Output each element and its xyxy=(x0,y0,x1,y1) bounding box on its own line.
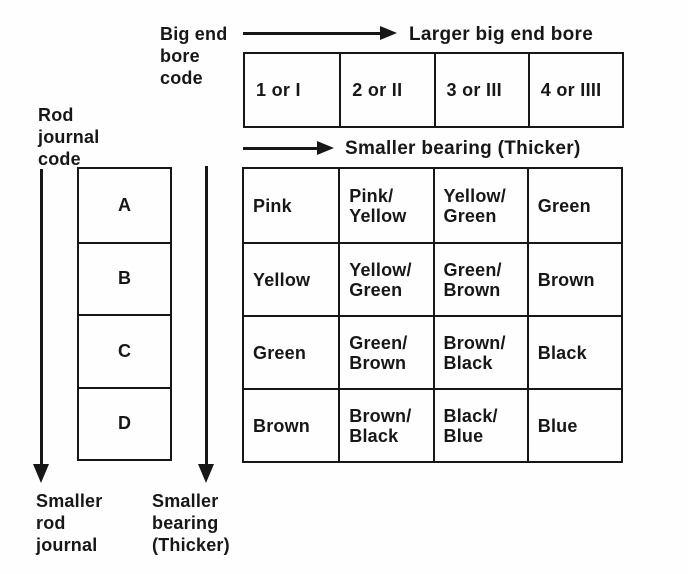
bore-code-header: 1 or I 2 or II 3 or III 4 or IIII xyxy=(243,52,624,128)
arrow-shaft xyxy=(243,32,381,35)
bearing-cell-d1: Brown xyxy=(244,388,339,461)
bearing-cell-a4: Green xyxy=(526,169,621,242)
bearing-cell-b4: Brown xyxy=(526,242,621,315)
bore-code-cell-4: 4 or IIII xyxy=(527,54,622,126)
bearing-cell-b2: Yellow/ Green xyxy=(338,242,433,315)
bearing-cell-d3: Black/ Blue xyxy=(432,388,527,461)
bore-code-cell-1: 1 or I xyxy=(256,79,301,100)
arrow-shaft xyxy=(40,169,43,465)
arrow-shaft xyxy=(243,147,318,150)
bearing-cell-c2: Green/ Brown xyxy=(338,315,433,388)
bore-code-cell-2: 2 or II xyxy=(339,54,433,126)
bearing-cell-a1: Pink xyxy=(253,195,292,216)
bore-code-cell-3: 3 or III xyxy=(433,54,528,126)
rod-journal-cell-d: D xyxy=(79,386,170,460)
bearing-cell-b1: Yellow xyxy=(244,242,339,315)
bearing-cell-d4: Blue xyxy=(526,388,621,461)
bearing-cell-d2: Brown/ Black xyxy=(338,388,433,461)
smaller-bearing-bottom-label: Smaller bearing (Thicker) xyxy=(152,491,230,555)
bearing-cell-c1: Green xyxy=(244,315,339,388)
rod-journal-cell-b: B xyxy=(79,241,170,315)
bearing-cell-b3: Green/ Brown xyxy=(432,242,527,315)
bearing-cell-c4: Black xyxy=(526,315,621,388)
big-end-bore-code-label: Big end bore code xyxy=(160,24,228,88)
smaller-rod-journal-label: Smaller rod journal xyxy=(36,491,103,555)
rod-journal-cell-a: A xyxy=(118,194,131,215)
bearing-cell-a2: Pink/ Yellow xyxy=(338,169,432,242)
bearing-cell-a3: Yellow/ Green xyxy=(432,169,527,242)
arrow-right-icon xyxy=(317,141,334,155)
rod-journal-column: A B C D xyxy=(77,167,172,461)
arrow-shaft xyxy=(205,166,208,465)
larger-big-end-bore-label: Larger big end bore xyxy=(409,24,594,45)
rod-journal-code-label: Rod journal code xyxy=(38,105,100,169)
arrow-down-icon xyxy=(33,464,49,483)
bearing-grid: Pink Pink/ Yellow Yellow/ Green Green Ye… xyxy=(242,167,623,463)
arrow-right-icon xyxy=(380,26,397,40)
bearing-cell-c3: Brown/ Black xyxy=(432,315,527,388)
rod-journal-cell-c: C xyxy=(79,314,170,387)
smaller-bearing-top-label: Smaller bearing (Thicker) xyxy=(345,138,581,159)
arrow-down-icon xyxy=(198,464,214,483)
